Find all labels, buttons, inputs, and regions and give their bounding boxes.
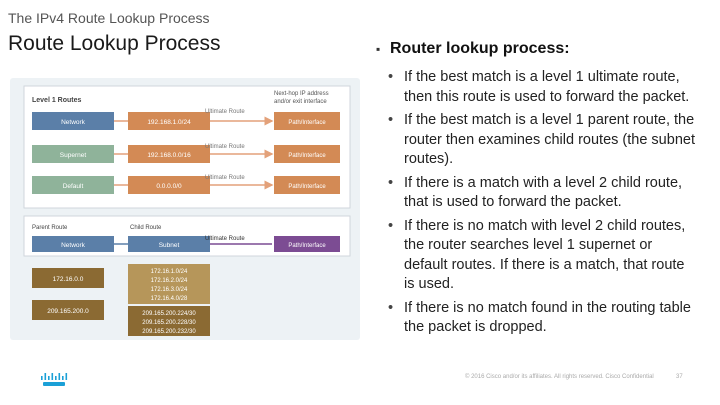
child-group-b [128, 306, 210, 336]
list-item-text: If there is a match with a level 2 child… [404, 174, 683, 211]
prefix-label-1: 192.168.1.0/24 [147, 119, 191, 126]
supernet-box [32, 145, 114, 163]
bullet-dot-icon: • [388, 299, 394, 316]
list-item: • If there is a match with a level 2 chil… [386, 174, 696, 213]
bullet-dot-icon: • [388, 217, 394, 234]
diagram-svg: Level 1 Routes Next-hop IP address and/o… [23, 85, 351, 336]
list-item: • If the best match is a level 1 ultimate… [386, 68, 696, 107]
lookup-heading: ▪ Router lookup process: [376, 40, 570, 58]
parent-exit-box [274, 236, 340, 252]
network-box [32, 112, 114, 130]
list-item: • If there is no match found in the routi… [386, 299, 696, 338]
child-b-1: 209.165.200.224/30 [142, 311, 196, 317]
bullet-dot-icon: • [388, 174, 394, 191]
prefix-box-1 [128, 112, 210, 130]
parent-box-1 [32, 268, 104, 288]
child-subnet-box [128, 236, 210, 252]
prefix-label-2: 192.168.0.0/16 [147, 152, 191, 159]
parent-label-1: 172.16.0.0 [53, 276, 84, 283]
ultimate-route-label-3: Ultimate Route [205, 175, 245, 181]
parent-label-2: 209.165.200.0 [47, 308, 89, 315]
parent-network-box [32, 236, 114, 252]
slide-title: Route Lookup Process [8, 32, 221, 55]
prefix-box-3 [128, 176, 210, 194]
lookup-steps-list: • If the best match is a level 1 ultimate… [386, 68, 696, 342]
ultimate-route-label-4: Ultimate Route [205, 236, 245, 242]
list-item-text: If there is no match with level 2 child … [404, 217, 686, 293]
parent-heading: Parent Route [32, 225, 68, 231]
bullet-dot-icon: • [388, 69, 394, 85]
copyright-text: © 2016 Cisco and/or its affiliates. All … [465, 374, 654, 380]
exit-label-2: Path/Interface [288, 153, 326, 159]
list-item-text: If the best match is a level 1 parent ro… [404, 112, 695, 167]
square-bullet-icon: ▪ [376, 42, 381, 56]
prefix-label-3: 0.0.0.0/0 [156, 183, 182, 190]
child-subnet-label: Subnet [159, 242, 180, 249]
child-a-1: 172.16.1.0/24 [151, 269, 188, 275]
nexthop-heading-line1: Next-hop IP address [274, 91, 329, 97]
slide-subtitle: The IPv4 Route Lookup Process [8, 10, 210, 26]
page-number: 37 [676, 374, 683, 380]
level1-heading: Level 1 Routes [32, 97, 82, 104]
child-a-2: 172.16.2.0/24 [151, 278, 188, 284]
child-b-2: 209.165.200.228/30 [142, 320, 196, 326]
list-item: • If the best match is a level 1 parent r… [386, 111, 696, 170]
ultimate-route-label-1: Ultimate Route [205, 109, 245, 115]
list-item: • If there is no match with level 2 child… [386, 217, 696, 295]
list-item-text: If there is no match found in the routin… [404, 299, 691, 336]
child-b-3: 209.165.200.232/30 [142, 329, 196, 335]
parent-network-label: Network [61, 242, 86, 249]
route-lookup-diagram: Level 1 Routes Next-hop IP address and/o… [10, 78, 360, 340]
default-label: Default [63, 183, 84, 190]
lookup-heading-text: Router lookup process: [390, 40, 570, 57]
default-box [32, 176, 114, 194]
child-heading: Child Route [130, 225, 162, 231]
network-label: Network [61, 119, 86, 126]
child-a-3: 172.16.3.0/24 [151, 287, 188, 293]
exit-label-3: Path/Interface [288, 184, 326, 190]
exit-box-3 [274, 176, 340, 194]
prefix-box-2 [128, 145, 210, 163]
parent-box-2 [32, 300, 104, 320]
bullet-dot-icon: • [388, 112, 394, 128]
child-a-4: 172.16.4.0/28 [151, 296, 188, 302]
exit-box-2 [274, 145, 340, 163]
supernet-label: Supernet [60, 152, 87, 159]
ultimate-route-label-2: Ultimate Route [205, 144, 245, 150]
list-item-text: If the best match is a level 1 ultimate … [404, 69, 690, 105]
exit-label-1: Path/Interface [288, 120, 326, 126]
cisco-logo-icon [41, 373, 68, 386]
exit-box-1 [274, 112, 340, 130]
nexthop-heading-line2: and/or exit interface [274, 99, 327, 105]
child-group-a [128, 264, 210, 304]
parent-exit-label: Path/Interface [288, 243, 326, 249]
